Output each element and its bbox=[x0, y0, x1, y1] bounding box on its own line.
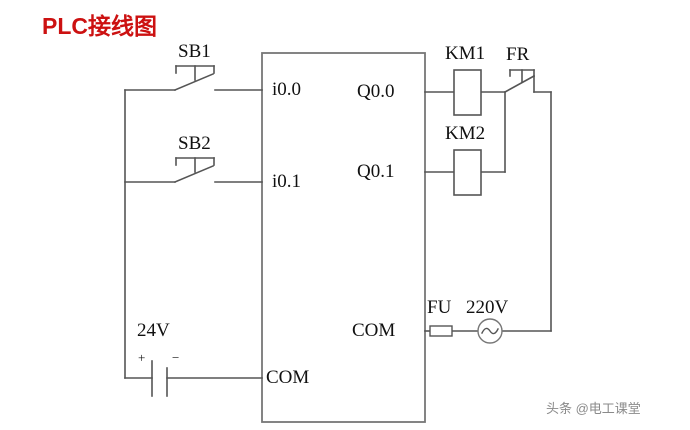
ac-source-sine bbox=[481, 327, 499, 335]
fr-symbol bbox=[503, 69, 552, 94]
fr-moving-contact bbox=[503, 74, 536, 94]
plc-output-terminal-q00-label: Q0.0 bbox=[357, 81, 395, 102]
km2-coil-box bbox=[453, 149, 482, 196]
plc-output-com-label: COM bbox=[352, 320, 396, 341]
watermark: 头条 @电工课堂 bbox=[546, 401, 641, 416]
km1-label: KM1 bbox=[445, 43, 486, 64]
plc-input-terminal-i00-label: i0.0 bbox=[272, 79, 302, 100]
page-title: PLC接线图 bbox=[42, 13, 157, 39]
plc-body-rectangle bbox=[261, 52, 426, 423]
battery-positive-label: + bbox=[138, 350, 146, 365]
dc-source-voltage-label: 24V bbox=[137, 320, 170, 341]
km2-label: KM2 bbox=[445, 123, 486, 144]
km1-coil-box bbox=[453, 69, 482, 116]
sb1-label: SB1 bbox=[178, 41, 211, 62]
plc-input-terminal-i01-label: i0.1 bbox=[272, 171, 302, 192]
sb1-moving-contact bbox=[173, 72, 215, 92]
sb2-symbol bbox=[173, 157, 215, 184]
plc-input-com-label: COM bbox=[266, 367, 310, 388]
plc-output-terminal-q01-label: Q0.1 bbox=[357, 161, 395, 182]
fu-fuse-body bbox=[429, 325, 453, 337]
fr-label: FR bbox=[506, 44, 530, 65]
ac-source-220v-symbol bbox=[477, 318, 503, 344]
ac-source-voltage-label: 220V bbox=[466, 297, 509, 318]
fu-label: FU bbox=[427, 297, 452, 318]
sb2-moving-contact bbox=[173, 164, 215, 184]
sb2-label: SB2 bbox=[178, 133, 211, 154]
battery-negative-label: − bbox=[172, 350, 180, 365]
dc-source-24v-symbol bbox=[151, 360, 168, 397]
sb1-symbol bbox=[173, 65, 215, 92]
